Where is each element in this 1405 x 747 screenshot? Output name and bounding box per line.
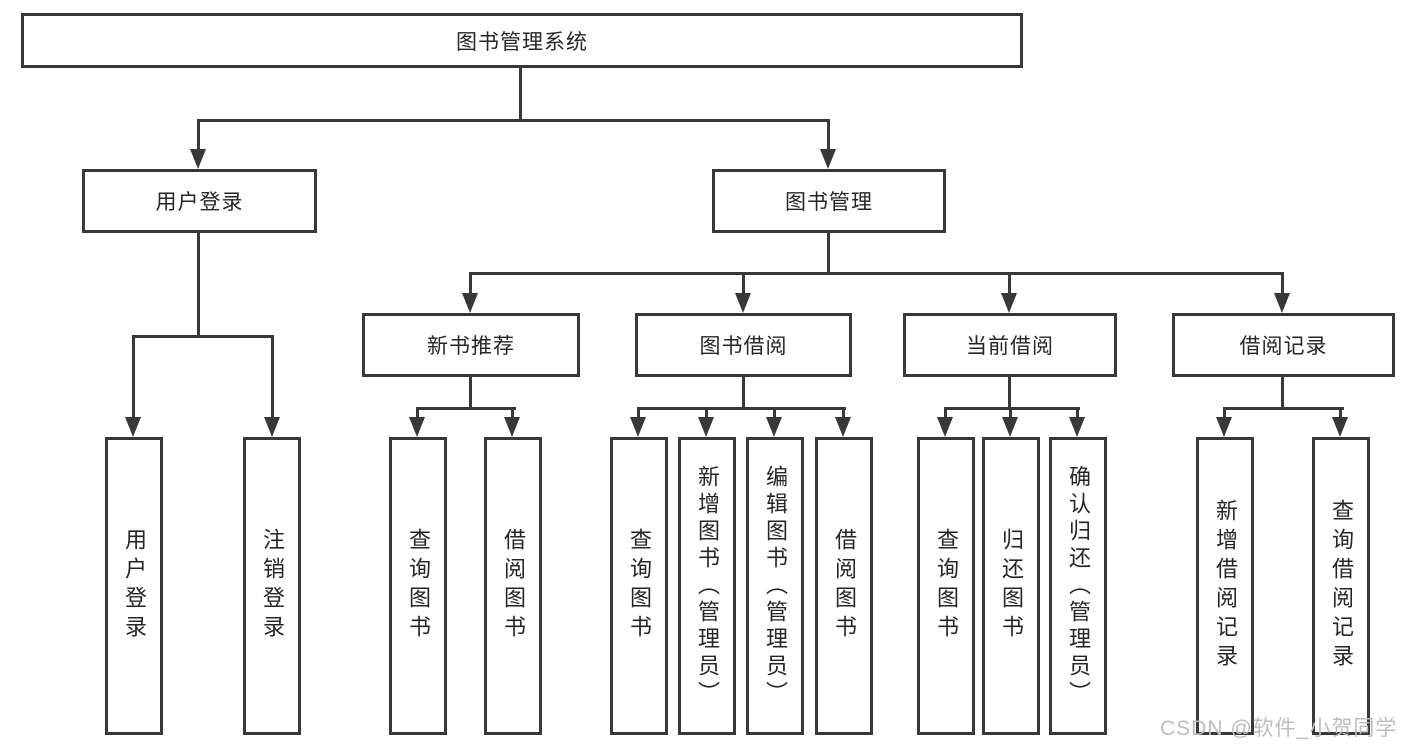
node-root: 图书管理系统 [21,13,1023,68]
arrow-down-icon [1002,417,1018,437]
node-current-borrow: 当前借阅 [903,313,1117,377]
leaf-current-confirm-return: 确认归还（管理员） [1049,437,1107,735]
connector-to-leaf [637,407,640,417]
leaf-borrow-query-books: 查询图书 [610,437,668,735]
connector-to-leaf [1009,407,1012,417]
connector-to-leaf [1076,407,1079,417]
arrow-down-icon [1069,417,1085,437]
leaf-current-confirm-return-label: 确认归还（管理员） [1066,464,1091,708]
connector-to-leaf [705,407,708,417]
node-book-management: 图书管理 [712,169,946,233]
connector-borrow-records-bus [1223,407,1344,410]
connector-root-bus [197,119,830,122]
arrow-down-icon [1332,417,1348,437]
connector-current-borrow-stem [1008,377,1011,407]
arrow-down-icon [735,293,751,313]
leaf-logout-label: 注销登录 [260,528,285,644]
leaf-current-query-books: 查询图书 [917,437,975,735]
arrow-down-icon [937,417,953,437]
arrow-down-icon [698,417,714,437]
connector-book-management-stem [827,233,830,272]
leaf-logout: 注销登录 [243,437,301,735]
leaf-records-query-record-label: 查询借阅记录 [1329,499,1354,673]
node-borrow-records: 借阅记录 [1172,313,1395,377]
arrow-down-icon [766,417,782,437]
connector-to-leaf-user-login [132,335,135,417]
leaf-records-add-record: 新增借阅记录 [1196,437,1254,735]
leaf-recommend-borrow-books: 借阅图书 [484,437,542,735]
arrow-down-icon [1274,293,1290,313]
leaf-user-login-label: 用户登录 [122,528,147,644]
connector-to-current-borrow [1008,272,1011,293]
node-root-label: 图书管理系统 [456,30,588,54]
leaf-borrow-edit-books-label: 编辑图书（管理员） [763,464,788,708]
connector-current-borrow-bus [944,407,1080,410]
node-current-borrow-label: 当前借阅 [966,335,1054,358]
leaf-borrow-query-books-label: 查询图书 [627,528,652,644]
connector-to-leaf-logout [271,335,274,417]
arrow-down-icon [630,417,646,437]
leaf-records-query-record: 查询借阅记录 [1312,437,1370,735]
node-book-borrow-label: 图书借阅 [699,335,788,358]
connector-book-borrow-stem [742,377,745,407]
connector-borrow-records-stem [1281,377,1284,407]
leaf-borrow-add-books-label: 新增图书（管理员） [695,464,720,708]
connector-to-book-borrow [742,272,745,293]
leaf-records-add-record-label: 新增借阅记录 [1213,499,1238,673]
connector-book-borrow-bus [637,407,846,410]
connector-to-leaf [1339,407,1342,417]
leaf-recommend-query-books: 查询图书 [389,437,447,735]
connector-to-user-login [197,119,200,149]
node-book-management-label: 图书管理 [785,191,873,214]
leaf-recommend-query-books-label: 查询图书 [406,528,431,644]
connector-to-leaf [842,407,845,417]
arrow-down-icon [504,417,520,437]
connector-new-book-recommend-stem [469,377,472,407]
connector-to-leaf [511,407,514,417]
leaf-current-return-books-label: 归还图书 [999,528,1024,644]
connector-to-leaf [773,407,776,417]
leaf-current-return-books: 归还图书 [982,437,1040,735]
connector-to-borrow-records [1281,272,1284,293]
node-user-login: 用户登录 [82,169,317,233]
arrow-down-icon [820,149,836,169]
node-borrow-records-label: 借阅记录 [1239,335,1328,358]
connector-to-new-book-recommend [469,272,472,293]
leaf-borrow-borrow-books: 借阅图书 [815,437,873,735]
connector-user-login-bus [132,335,274,338]
arrow-down-icon [835,417,851,437]
arrow-down-icon [190,149,206,169]
arrow-down-icon [125,417,141,437]
arrow-down-icon [462,293,478,313]
connector-user-login-stem [197,233,200,335]
leaf-recommend-borrow-books-label: 借阅图书 [501,528,526,644]
node-user-login-label: 用户登录 [155,191,244,214]
leaf-borrow-edit-books: 编辑图书（管理员） [746,437,804,735]
arrow-down-icon [1001,293,1017,313]
connector-to-leaf [416,407,419,417]
node-new-book-recommend: 新书推荐 [362,313,580,377]
connector-root-stem [519,68,522,119]
connector-book-management-bus [469,272,1284,275]
arrow-down-icon [1216,417,1232,437]
connector-to-leaf [1223,407,1226,417]
node-new-book-recommend-label: 新书推荐 [427,335,515,358]
leaf-user-login: 用户登录 [105,437,163,735]
connector-new-book-recommend-bus [416,407,516,410]
leaf-borrow-borrow-books-label: 借阅图书 [832,528,857,644]
node-book-borrow: 图书借阅 [635,313,852,377]
arrow-down-icon [264,417,280,437]
connector-to-leaf [944,407,947,417]
csdn-watermark: CSDN @软件_小贺同学 [1160,717,1398,740]
leaf-current-query-books-label: 查询图书 [934,528,959,644]
leaf-borrow-add-books: 新增图书（管理员） [678,437,736,735]
arrow-down-icon [409,417,425,437]
connector-to-book-management [827,119,830,149]
